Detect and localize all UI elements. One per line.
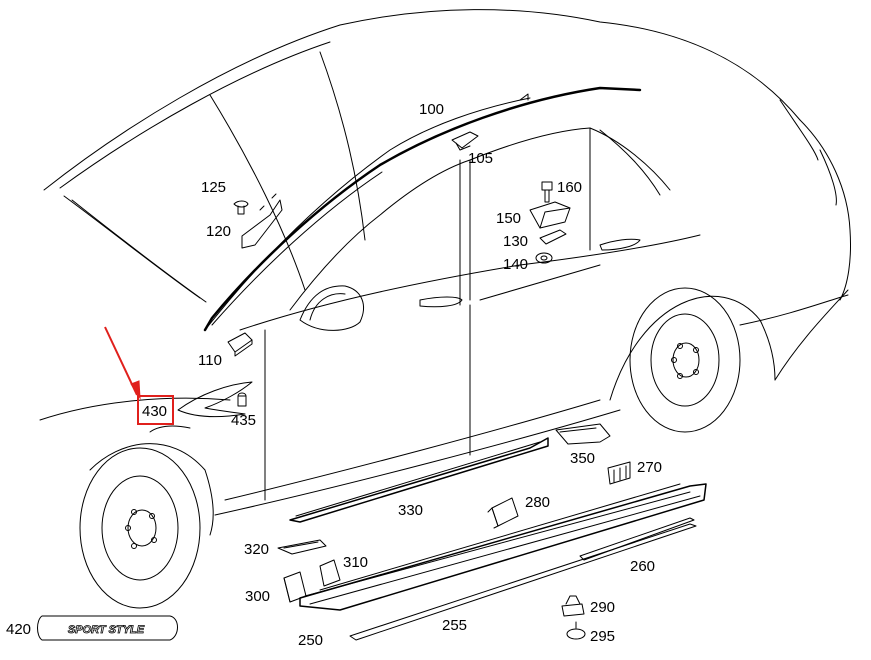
part-125-pin [233,200,249,215]
label-280: 280 [525,494,550,511]
label-125: 125 [201,179,226,196]
highlight-annotation [104,326,174,425]
part-number-labels: 100 105 110 120 125 130 140 150 160 250 … [6,101,662,649]
label-250: 250 [298,632,323,649]
label-120: 120 [206,223,231,240]
label-330: 330 [398,502,423,519]
part-250-running-board [299,483,707,611]
part-255-trim-strip [349,523,697,641]
part-320-bracket [277,539,327,555]
label-420: 420 [6,621,31,638]
label-295: 295 [590,628,615,645]
part-295-washer [566,621,586,640]
part-270-clip [607,461,631,485]
label-105: 105 [468,150,493,167]
highlight-box [137,395,174,425]
part-100-roof-trim [203,86,642,332]
part-120-bracket [241,193,283,249]
label-270: 270 [637,459,662,476]
label-255: 255 [442,617,467,634]
label-435: 435 [231,412,256,429]
part-160-bolt [541,181,553,203]
part-330-sill-trim [289,437,549,523]
part-105-clip [451,131,479,151]
part-260-trim-strip [579,517,695,561]
part-435-clip [237,392,247,407]
label-310: 310 [343,554,368,571]
label-110: 110 [198,352,222,369]
label-160: 160 [557,179,582,196]
part-130-clip [539,229,567,245]
car-body-outline [39,9,851,609]
badge-sport-style-text: SPORT STYLE [68,624,145,636]
label-350: 350 [570,450,595,467]
part-110-clip [227,332,253,357]
part-300-end-cap [283,571,307,603]
part-310-end-cap [319,559,341,587]
part-280-bracket [487,497,519,529]
label-320: 320 [244,541,269,558]
part-150-bracket [529,201,571,229]
part-350-bracket [555,423,611,445]
label-290: 290 [590,599,615,616]
label-140: 140 [503,256,528,273]
part-290-clip [561,595,585,617]
label-260: 260 [630,558,655,575]
label-100: 100 [419,101,444,118]
part-140-nut [535,252,553,264]
part-430-fender-trim [177,381,253,418]
part-420-badge [37,615,178,641]
label-130: 130 [503,233,528,250]
label-430: 430 [142,403,167,420]
label-150: 150 [496,210,521,227]
label-300: 300 [245,588,270,605]
